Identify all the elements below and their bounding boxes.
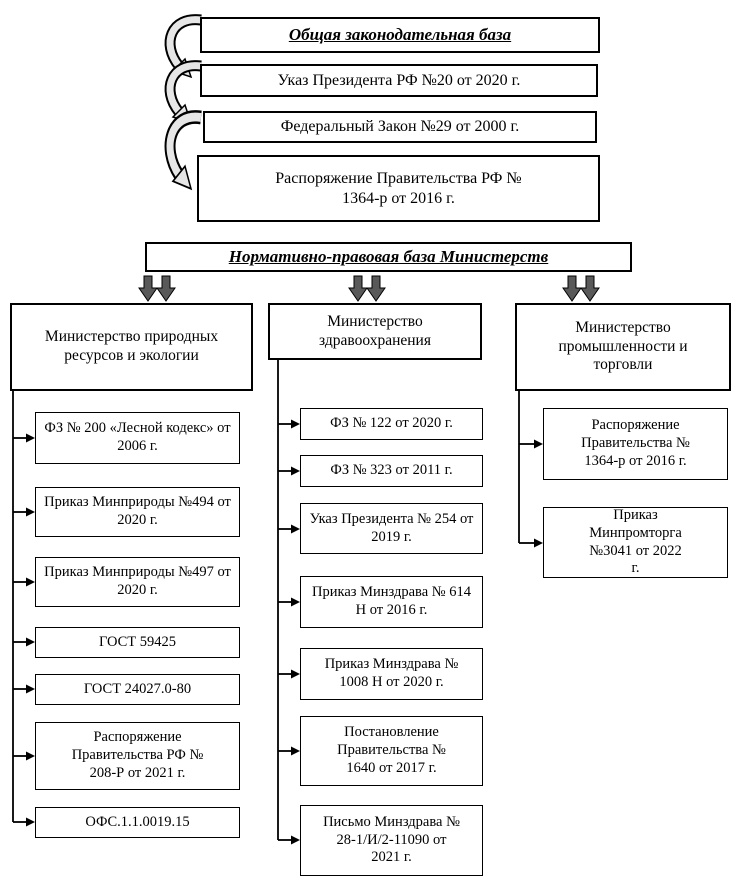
ministry-header-health: Министерство здравоохранения	[268, 303, 482, 360]
doc-box: Приказ Минздрава № 614 Н от 2016 г.	[300, 576, 483, 628]
column1-connector	[12, 391, 27, 823]
top-doc-box: Федеральный Закон №29 от 2000 г.	[203, 111, 597, 143]
top-section-title: Общая законодательная база	[200, 17, 600, 53]
column2-arrowheads	[291, 419, 300, 845]
doc-box: ФЗ № 323 от 2011 г.	[300, 455, 483, 487]
doc-box: ГОСТ 59425	[35, 627, 240, 658]
double-down-arrow-icon	[138, 275, 176, 302]
ministry-header-nature: Министерство природных ресурсов и эколог…	[10, 303, 253, 391]
doc-box: Письмо Минздрава № 28-1/И/2-11090 от 202…	[300, 805, 483, 876]
column3-arrowheads	[534, 439, 543, 548]
top-doc-box: Распоряжение Правительства РФ № 1364-р о…	[197, 155, 600, 222]
double-down-arrow-icon	[348, 275, 386, 302]
doc-box: ГОСТ 24027.0-80	[35, 674, 240, 705]
curved-arrow-icon	[164, 14, 202, 79]
doc-box: ФЗ № 200 «Лесной кодекс» от 2006 г.	[35, 412, 240, 464]
ministries-section-title: Нормативно-правовая база Министерств	[145, 242, 632, 272]
doc-box: Распоряжение Правительства РФ № 208-Р от…	[35, 722, 240, 790]
top-doc-box: Указ Президента РФ №20 от 2020 г.	[200, 64, 598, 97]
double-down-arrow-icon	[562, 275, 600, 302]
doc-box: ОФС.1.1.0019.15	[35, 807, 240, 838]
doc-box: Распоряжение Правительства № 1364-р от 2…	[543, 408, 728, 480]
curved-arrow-icon	[164, 60, 202, 125]
doc-box: Постановление Правительства № 1640 от 20…	[300, 716, 483, 786]
doc-box: ФЗ № 122 от 2020 г.	[300, 408, 483, 440]
column3-connector	[518, 391, 535, 544]
column1-arrowheads	[26, 433, 35, 827]
doc-box: Приказ Минприроды №494 от 2020 г.	[35, 487, 240, 537]
doc-box: Приказ Минпромторга №3041 от 2022 г.	[543, 507, 728, 578]
doc-box: Указ Президента № 254 от 2019 г.	[300, 503, 483, 554]
ministry-header-industry: Министерство промышленности и торговли	[515, 303, 731, 391]
doc-box: Приказ Минприроды №497 от 2020 г.	[35, 557, 240, 607]
doc-box: Приказ Минздрава № 1008 Н от 2020 г.	[300, 648, 483, 700]
column2-connector	[277, 360, 292, 841]
